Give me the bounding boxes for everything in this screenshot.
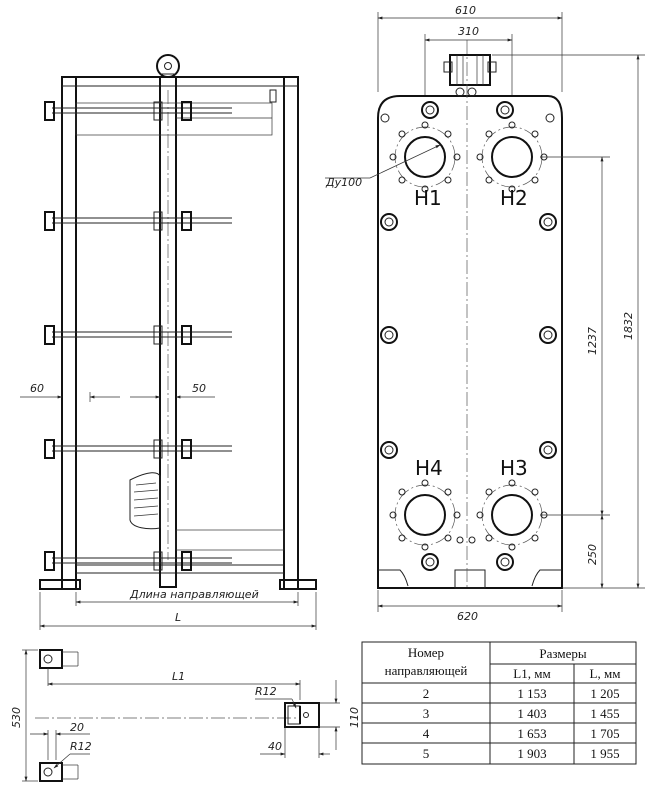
dim-610: 610 (455, 4, 476, 17)
side-left-foot (39, 579, 81, 590)
top-lug (449, 54, 491, 86)
detail-view: L1 530 R12 20 R12 110 40 (10, 649, 361, 782)
table-header-sizes: Размеры (539, 646, 586, 661)
label-h2: H2 (500, 186, 528, 210)
table-row-L: 1 205 (590, 686, 619, 701)
tie-bolt-heads (380, 101, 557, 571)
dim-L: L (175, 611, 181, 624)
dim-L1: L1 (172, 670, 185, 683)
table-row-L1: 1 653 (517, 726, 546, 741)
dim-110: 110 (348, 707, 361, 728)
side-right-column (283, 76, 299, 590)
table-row-L1: 1 153 (517, 686, 546, 701)
dim-250: 250 (586, 544, 599, 565)
dim-guide-length: Длина направляющей (129, 588, 259, 601)
tie-bolt-3 (44, 325, 232, 345)
dim-20: 20 (70, 721, 84, 734)
front-plate-outline (377, 95, 563, 589)
dim-60: 60 (30, 382, 44, 395)
dim-50: 50 (192, 382, 206, 395)
side-right-foot (279, 579, 317, 590)
table-row-num: 3 (423, 706, 430, 721)
table-row-L1: 1 903 (517, 746, 546, 761)
table-header-number-line2: направляющей (385, 663, 468, 678)
dim-1237: 1237 (586, 327, 599, 355)
dim-du100: Ду100 (325, 176, 362, 189)
side-left-column (61, 76, 77, 590)
port-h1 (389, 121, 461, 193)
table-row-num: 2 (423, 686, 430, 701)
table-header-L1: L1, мм (513, 666, 550, 681)
dim-1832: 1832 (622, 312, 635, 340)
dim-620: 620 (457, 610, 478, 623)
label-h3: H3 (500, 456, 528, 480)
dimensions-table: Номер направляющей Размеры L1, мм L, мм … (361, 641, 637, 765)
dim-310: 310 (458, 25, 479, 38)
dim-530: 530 (10, 707, 23, 728)
tie-bolt-5 (44, 551, 232, 571)
tie-bolt-2 (44, 211, 232, 231)
dim-R12-top: R12 (255, 685, 277, 698)
tie-bolt-1 (44, 101, 232, 121)
table-row-L1: 1 403 (517, 706, 546, 721)
lifting-eye (156, 54, 180, 78)
table-header-number-line1: Номер (408, 645, 444, 660)
port-h4 (389, 479, 461, 551)
label-h1: H1 (414, 186, 442, 210)
support-foot-curve (129, 472, 161, 530)
front-view: H1 H2 H4 H3 Ду100 610 310 1832 1237 250 (325, 4, 645, 623)
side-view: 60 50 Длина направляющей L (20, 54, 317, 630)
detail-bottom-bracket (39, 762, 63, 782)
table-row-num: 5 (423, 746, 430, 761)
detail-end-block (284, 702, 320, 728)
table-row-num: 4 (423, 726, 430, 741)
label-h4: H4 (415, 456, 443, 480)
table-row-L: 1 955 (590, 746, 619, 761)
port-h3 (476, 479, 548, 551)
port-h2 (476, 121, 548, 193)
tie-bolt-4 (44, 439, 232, 459)
detail-top-bracket (39, 649, 63, 669)
dim-R12-bottom: R12 (70, 740, 92, 753)
dim-40: 40 (268, 740, 282, 753)
table-row-L: 1 455 (590, 706, 619, 721)
table-row-L: 1 705 (590, 726, 619, 741)
table-header-L: L, мм (590, 666, 621, 681)
